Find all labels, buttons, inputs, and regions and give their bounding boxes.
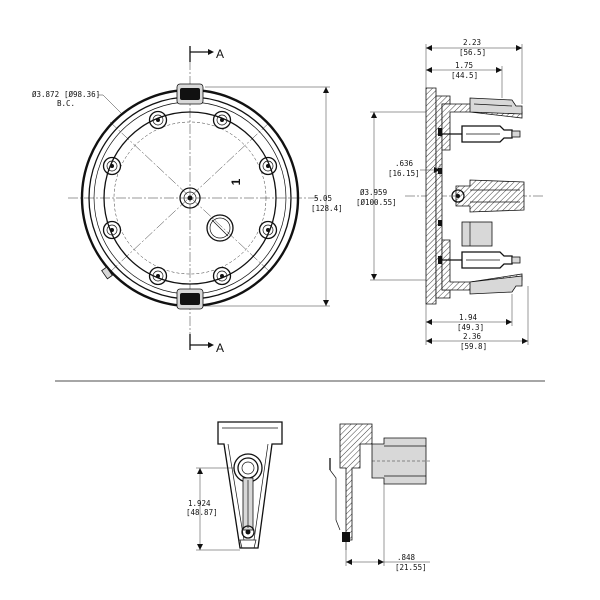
section-cutting-plane <box>189 46 214 350</box>
bottom-tower <box>469 275 523 295</box>
top-clip <box>176 83 204 105</box>
overall-width-dimension-lines <box>425 44 523 104</box>
terminal-tower <box>258 220 278 240</box>
total-width-dimension-lines <box>426 286 529 345</box>
rotor-blade <box>242 477 254 531</box>
terminal-tower <box>212 110 232 130</box>
rotor-tip <box>239 525 257 549</box>
section-label-bottom: A <box>216 341 224 355</box>
rotor-spring-clip <box>329 458 341 531</box>
section-label-top: A <box>216 47 224 61</box>
rotor-side-view: .848 [21.55] <box>329 423 430 572</box>
offset-dimension-lines <box>420 164 441 176</box>
diameter-dimension-lines <box>370 111 426 281</box>
rotor-width-dimension-metric: [21.55] <box>395 563 427 572</box>
vent-tube <box>461 221 493 247</box>
total-width-dimension-metric: [59.8] <box>460 342 487 351</box>
center-tower <box>451 179 525 213</box>
rotor-side-arm <box>339 423 373 541</box>
rotor-height-dimension-lines <box>196 467 240 551</box>
terminal-tower <box>212 266 232 286</box>
base-width-dimension-lines <box>425 294 513 345</box>
side-latch <box>101 266 113 280</box>
bolt-circle-dimension-metric: [Ø98.36] <box>64 90 100 99</box>
overall-width-dimension: 2.23 <box>463 38 481 47</box>
index-mark: 1 <box>229 178 243 185</box>
cap-body-edge <box>103 111 277 285</box>
bolt-circle-callout <box>98 94 123 115</box>
terminal-tower <box>102 156 122 176</box>
terminal-tower <box>102 220 122 240</box>
top-tower <box>469 97 523 115</box>
vent-hole <box>206 214 234 242</box>
offset-dimension-metric: [16.15] <box>388 169 420 178</box>
front-view: 1 A A Ø3.872 [Ø98.36] B.C. <box>32 46 343 355</box>
base-width-dimension-metric: [49.3] <box>457 323 484 332</box>
terminal-tower <box>258 156 278 176</box>
mid-width-dimension-metric: [44.5] <box>451 71 478 80</box>
height-dimension-metric: [128.4] <box>311 204 343 213</box>
center-terminal <box>179 187 201 209</box>
bolt-circle <box>113 121 267 275</box>
height-dimension-lines <box>205 86 330 307</box>
rotor-body-outline <box>217 421 283 549</box>
bolt-circle-dimension: Ø3.872 <box>32 90 59 99</box>
offset-dimension: .636 <box>395 159 414 168</box>
rotor-height-dimension-metric: [48.87] <box>186 508 218 517</box>
rotor-front-view: 1.924 [48.87] <box>186 421 283 551</box>
mid-width-dimension: 1.75 <box>455 61 473 70</box>
height-dimension: 5.05 <box>314 194 332 203</box>
diameter-dimension-metric: [Ø100.55] <box>356 198 397 207</box>
overall-width-dimension-metric: [56.5] <box>459 48 486 57</box>
diameter-dimension: Ø3.959 <box>360 188 387 197</box>
mid-width-dimension-lines <box>426 66 503 98</box>
bottom-clip <box>176 288 204 310</box>
rotor-width-dimension-lines <box>345 484 430 566</box>
rotor-side-tip <box>342 532 350 550</box>
rotor-width-dimension: .848 <box>397 553 416 562</box>
base-width-dimension: 1.94 <box>459 313 478 322</box>
section-view: 2.23 [56.5] 1.75 [44.5] .636 [16.15] Ø3.… <box>356 38 545 351</box>
bolt-circle-note: B.C. <box>57 99 75 108</box>
lower-tower <box>442 251 521 269</box>
rotor-height-dimension: 1.924 <box>188 499 211 508</box>
upper-tower <box>442 125 521 143</box>
total-width-dimension: 2.36 <box>463 332 482 341</box>
terminal-tower <box>148 266 168 286</box>
cap-lower-wall <box>441 239 523 291</box>
cap-base-wall <box>425 87 437 305</box>
terminal-tower <box>148 110 168 130</box>
